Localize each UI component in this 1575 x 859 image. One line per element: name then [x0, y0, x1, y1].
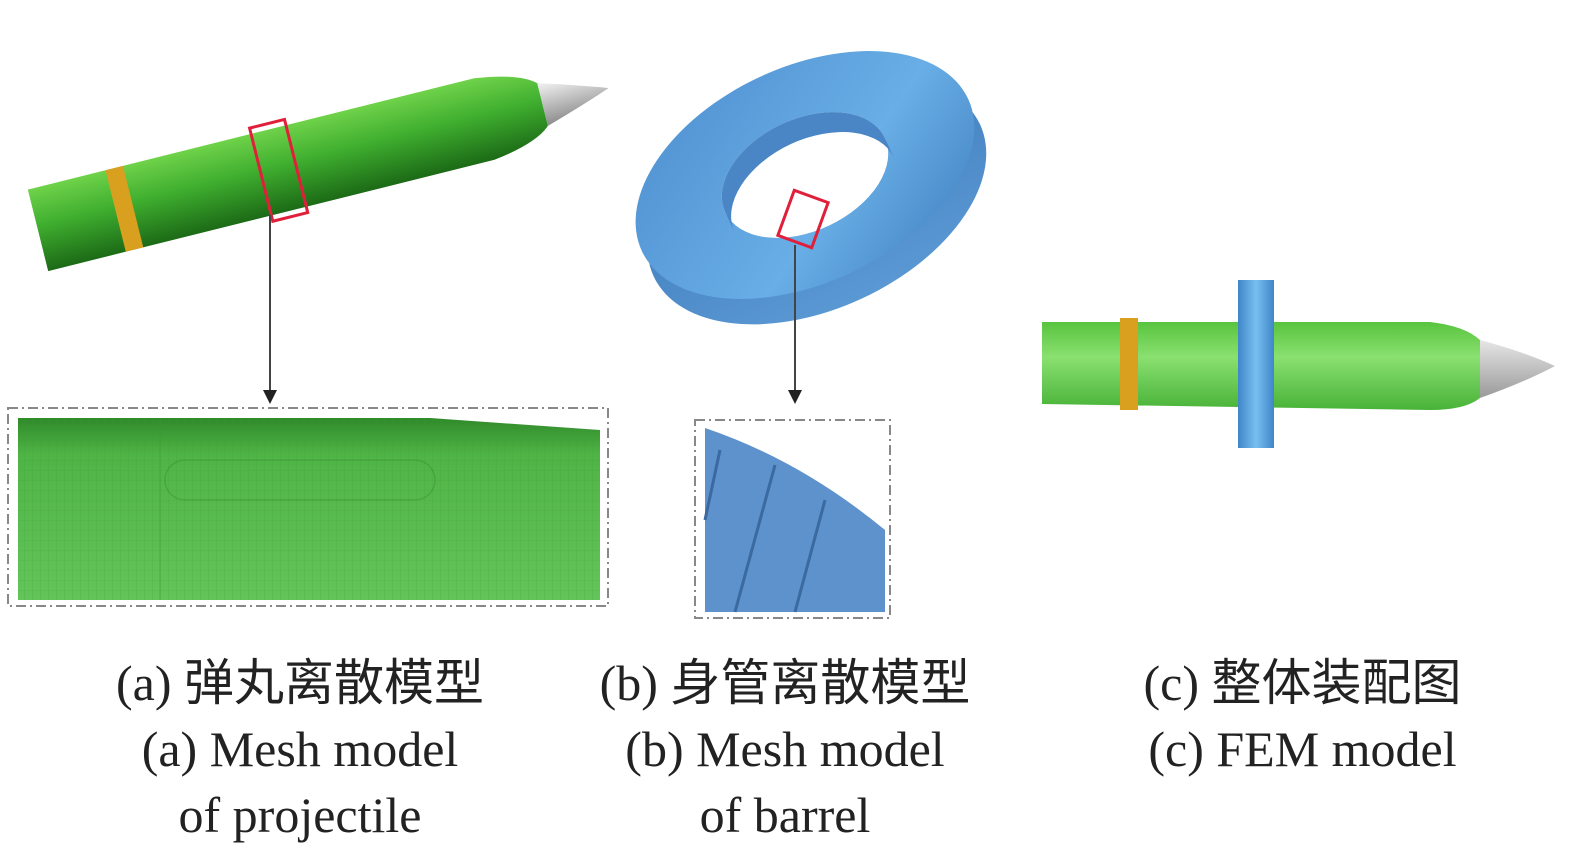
caption-zh: (b) 身管离散模型 [599, 655, 971, 711]
projectile-detail-frame [7, 407, 609, 607]
fem-driving-band [1120, 318, 1138, 410]
caption-barrel: (b) 身管离散模型 (b) Mesh model of barrel [570, 650, 1000, 848]
projectile-body [27, 76, 609, 272]
projectile-highlight-box [247, 117, 310, 224]
projectile-figure [7, 76, 609, 607]
caption-fem: (c) 整体装配图 (c) FEM model [1030, 650, 1575, 782]
fem-barrel-section [1238, 280, 1274, 448]
caption-en-line1: (c) FEM model [1148, 721, 1457, 777]
fem-figure [1042, 280, 1555, 448]
caption-zh: (a) 弹丸离散模型 [116, 655, 484, 711]
caption-zh: (c) 整体装配图 [1143, 655, 1462, 711]
caption-projectile: (a) 弹丸离散模型 (a) Mesh model of projectile [0, 650, 600, 848]
projectile-arrowhead [263, 390, 277, 404]
panel-projectile: (a) 弹丸离散模型 (a) Mesh model of projectile [0, 0, 620, 859]
caption-en-line2: of projectile [178, 787, 422, 843]
barrel-ring [635, 51, 987, 325]
caption-en-line1: (b) Mesh model [625, 721, 945, 777]
caption-en-line2: of barrel [699, 787, 871, 843]
projectile-tip [537, 83, 609, 126]
barrel-detail-frame [694, 419, 891, 619]
barrel-highlight-box [775, 188, 831, 250]
barrel-arrowhead [788, 390, 802, 404]
fem-projectile-tip [1480, 340, 1555, 398]
panel-fem: (c) 整体装配图 (c) FEM model [1030, 0, 1575, 859]
caption-en-line1: (a) Mesh model [141, 721, 459, 777]
panel-barrel: (b) 身管离散模型 (b) Mesh model of barrel [570, 0, 1020, 859]
driving-band [105, 165, 144, 252]
barrel-mesh-detail [705, 428, 885, 612]
barrel-figure [635, 51, 987, 619]
